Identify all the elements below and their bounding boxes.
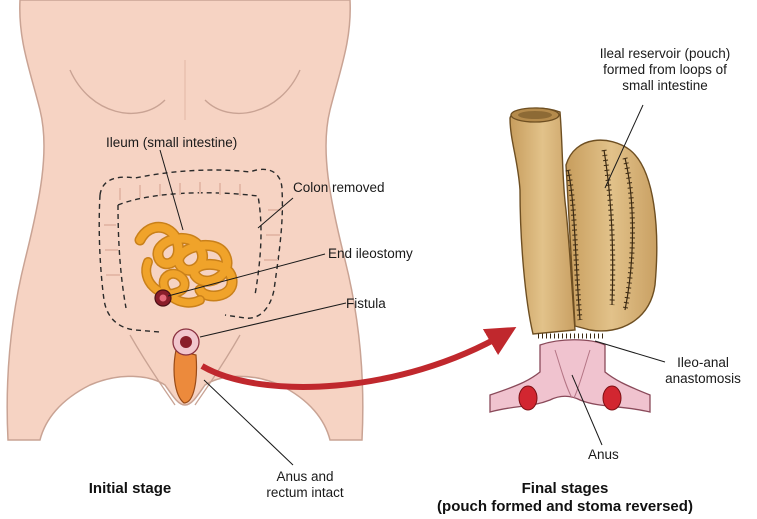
- label-anus-rectum: Anus and rectum intact: [250, 469, 360, 501]
- label-ileal-reservoir: Ileal reservoir (pouch) formed from loop…: [585, 46, 745, 94]
- ileal-pouch: [510, 108, 657, 334]
- label-end-ileostomy: End ileostomy: [328, 246, 413, 262]
- label-anus-rectum-line1: Anus and: [250, 469, 360, 485]
- pelvic-floor-anus: [490, 336, 650, 412]
- caption-final-stages: Final stages (pouch formed and stoma rev…: [400, 480, 730, 516]
- label-ileum: Ileum (small intestine): [106, 135, 237, 151]
- label-ileo-anal-line1: Ileo-anal: [658, 355, 748, 371]
- label-anus-rectum-line2: rectum intact: [250, 485, 360, 501]
- end-ileostomy-stoma: [155, 290, 171, 306]
- label-fistula: Fistula: [346, 296, 386, 312]
- label-ileo-anal: Ileo-anal anastomosis: [658, 355, 748, 387]
- label-ileo-anal-line2: anastomosis: [658, 371, 748, 387]
- label-anus: Anus: [588, 447, 619, 463]
- label-ileal-reservoir-line2: formed from loops of: [585, 62, 745, 78]
- caption-final-line2: (pouch formed and stoma reversed): [400, 498, 730, 516]
- label-ileal-reservoir-line3: small intestine: [585, 78, 745, 94]
- label-colon-removed: Colon removed: [293, 180, 385, 196]
- caption-final-line1: Final stages: [400, 480, 730, 498]
- label-ileal-reservoir-line1: Ileal reservoir (pouch): [585, 46, 745, 62]
- caption-initial-stage: Initial stage: [60, 480, 200, 498]
